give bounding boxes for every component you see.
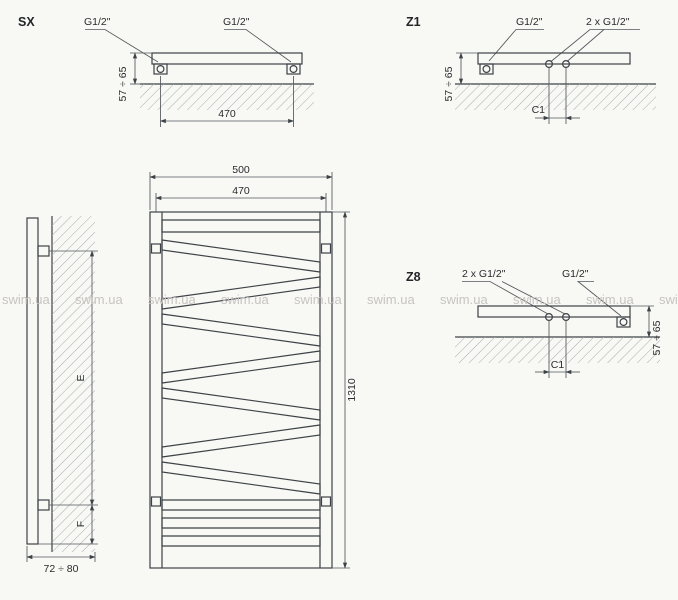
sx-view-label: SX xyxy=(18,15,35,29)
front-dim-overall-width: 500 xyxy=(149,164,333,210)
z8-dim-c1-label: C1 xyxy=(551,359,565,371)
sx-dim-width-label: 470 xyxy=(218,108,236,120)
z8-dim-depth-label: 57 ÷ 65 xyxy=(651,320,663,355)
sx-leader-right xyxy=(224,29,292,63)
view-z8: Z8 2 x G1/2" G1/2" 57 ÷ 65 C1 xyxy=(406,268,663,378)
z8-conn-pair-label: 2 x G1/2" xyxy=(462,268,506,280)
front-dim-height-label: 1310 xyxy=(346,378,358,402)
z8-leader-single xyxy=(576,281,622,317)
watermark-text: swim.ua xyxy=(367,292,415,307)
sx-wall-section xyxy=(140,83,314,110)
side-bracket-bottom xyxy=(37,499,50,511)
z8-center-fitting-a xyxy=(544,313,553,322)
front-dim-connection-width-label: 470 xyxy=(232,185,250,197)
z1-conn-pair-label: 2 x G1/2" xyxy=(586,16,630,28)
watermark-row: swim.ua swim.ua swim.ua swim.ua swim.ua … xyxy=(2,292,678,307)
side-radiator-profile xyxy=(26,217,39,545)
z1-center-fitting-a xyxy=(544,59,553,68)
side-dim-wall-distance-label: 72 ÷ 80 xyxy=(44,563,79,575)
z8-center-fitting-b xyxy=(561,313,570,322)
front-dim-connection-width: 470 xyxy=(155,185,327,212)
z8-leader-pair-b xyxy=(501,281,566,315)
front-dim-overall-width-label: 500 xyxy=(232,164,250,176)
watermark-text: swim.ua xyxy=(440,292,488,307)
z1-leader-single xyxy=(488,29,544,62)
side-dim-wall-distance: 72 ÷ 80 xyxy=(26,546,96,575)
front-bracket-top-right xyxy=(320,243,332,254)
z1-leader-pair-a xyxy=(550,29,640,62)
z8-leader-pair-a xyxy=(462,281,549,315)
sx-dim-depth: 57 ÷ 65 xyxy=(117,52,152,101)
front-bracket-bottom-right xyxy=(320,496,332,507)
sx-dim-depth-label: 57 ÷ 65 xyxy=(117,66,129,101)
z1-wall-section xyxy=(455,83,656,110)
z8-dim-depth: 57 ÷ 65 xyxy=(630,305,663,355)
z1-dim-depth: 57 ÷ 65 xyxy=(443,52,478,101)
z8-view-label: Z8 xyxy=(406,270,421,284)
side-dim-e-label: E xyxy=(75,374,87,381)
watermark-text: swim.ua xyxy=(2,292,50,307)
view-front: 500 470 1310 xyxy=(149,164,358,569)
z1-dim-c1-label: C1 xyxy=(532,104,546,116)
z1-dim-depth-label: 57 ÷ 65 xyxy=(443,66,455,101)
side-wall-section xyxy=(51,216,95,552)
z1-dim-c1: C1 xyxy=(532,68,580,124)
front-bracket-bottom-left xyxy=(150,496,162,507)
watermark-text: swim.ua xyxy=(75,292,123,307)
front-bracket-top-left xyxy=(150,243,162,254)
z8-radiator-bar xyxy=(477,305,631,318)
side-dim-f-label: F xyxy=(75,521,87,527)
watermark-text: swim.ua xyxy=(294,292,342,307)
z8-dim-c1: C1 xyxy=(535,321,580,378)
watermark-text: swim.ua xyxy=(513,292,561,307)
side-dim-e: E xyxy=(49,250,98,506)
sx-fitting-right xyxy=(286,63,301,75)
front-dim-height: 1310 xyxy=(332,211,358,569)
watermark-text: swim.ua xyxy=(659,292,678,307)
watermark-text: swim.ua xyxy=(221,292,269,307)
sx-dim-width: 470 xyxy=(159,76,295,127)
side-bracket-top xyxy=(37,245,50,257)
z8-conn-single-label: G1/2" xyxy=(562,268,589,280)
z1-leader-pair-b xyxy=(566,29,605,62)
z1-center-fitting-b xyxy=(561,59,570,68)
z1-conn-single-label: G1/2" xyxy=(516,16,543,28)
z8-fitting-right xyxy=(616,316,631,328)
z1-view-label: Z1 xyxy=(406,15,421,29)
sx-fitting-left xyxy=(153,63,168,75)
z1-fitting-left xyxy=(479,63,494,75)
view-z1: Z1 G1/2" 2 x G1/2" 57 ÷ 65 C1 xyxy=(406,15,656,124)
sx-radiator-bar xyxy=(151,52,303,65)
sx-conn-right-label: G1/2" xyxy=(223,16,250,28)
sx-conn-left-label: G1/2" xyxy=(84,16,111,28)
z1-radiator-bar xyxy=(477,52,631,65)
front-tubes xyxy=(161,219,321,547)
view-side: E F 72 ÷ 80 xyxy=(26,216,98,575)
z8-wall-section xyxy=(455,336,660,363)
watermark-text: swim.ua xyxy=(148,292,196,307)
view-sx: SX G1/2" G1/2" 470 57 ÷ 65 xyxy=(18,15,314,127)
sx-leader-left xyxy=(85,29,159,63)
front-outline xyxy=(149,211,333,569)
side-dim-f: F xyxy=(38,504,98,545)
watermark-text: swim.ua xyxy=(586,292,634,307)
